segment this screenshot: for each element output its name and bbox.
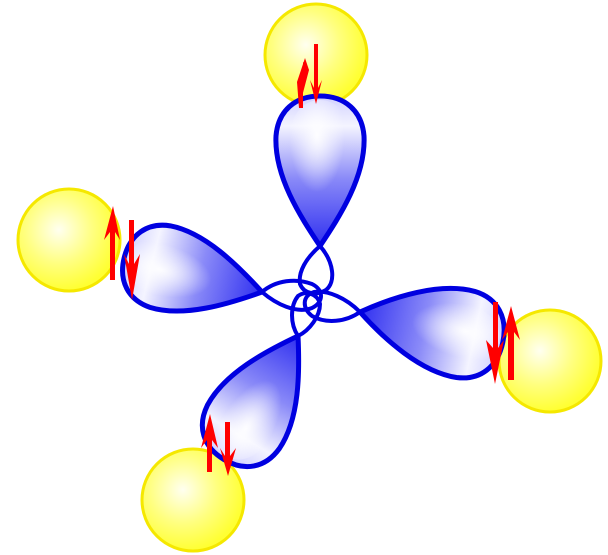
arrow-up-left	[104, 206, 120, 280]
lobes-group	[120, 93, 507, 469]
arrow-down-bottom-left	[220, 422, 236, 476]
orbital-lobe-left	[120, 222, 265, 314]
electron-arrows-group	[104, 44, 520, 476]
electron-pair-top	[297, 44, 322, 108]
atoms-group	[16, 2, 603, 553]
small-lobe-left	[260, 278, 323, 312]
arrow-up-right	[502, 306, 520, 380]
atom-bottom-left	[140, 447, 246, 553]
orbital-lobe-top	[273, 93, 367, 249]
small-lobe-down	[290, 291, 322, 338]
small-lobe-right	[302, 289, 362, 323]
arrow-up-top	[299, 62, 309, 108]
arrow-down-right	[486, 302, 504, 384]
arrow-down-top	[310, 44, 322, 104]
orbital-lobe-right	[357, 286, 507, 381]
electron-pair-left	[104, 206, 140, 300]
electron-pair-right	[486, 302, 520, 384]
arrow-up-bottom-left	[201, 414, 218, 472]
electron-pair-bottom-left	[201, 414, 236, 476]
atom-left	[16, 187, 122, 293]
arrow-down-left	[124, 220, 140, 300]
central-atom-small-lobes	[260, 244, 362, 338]
